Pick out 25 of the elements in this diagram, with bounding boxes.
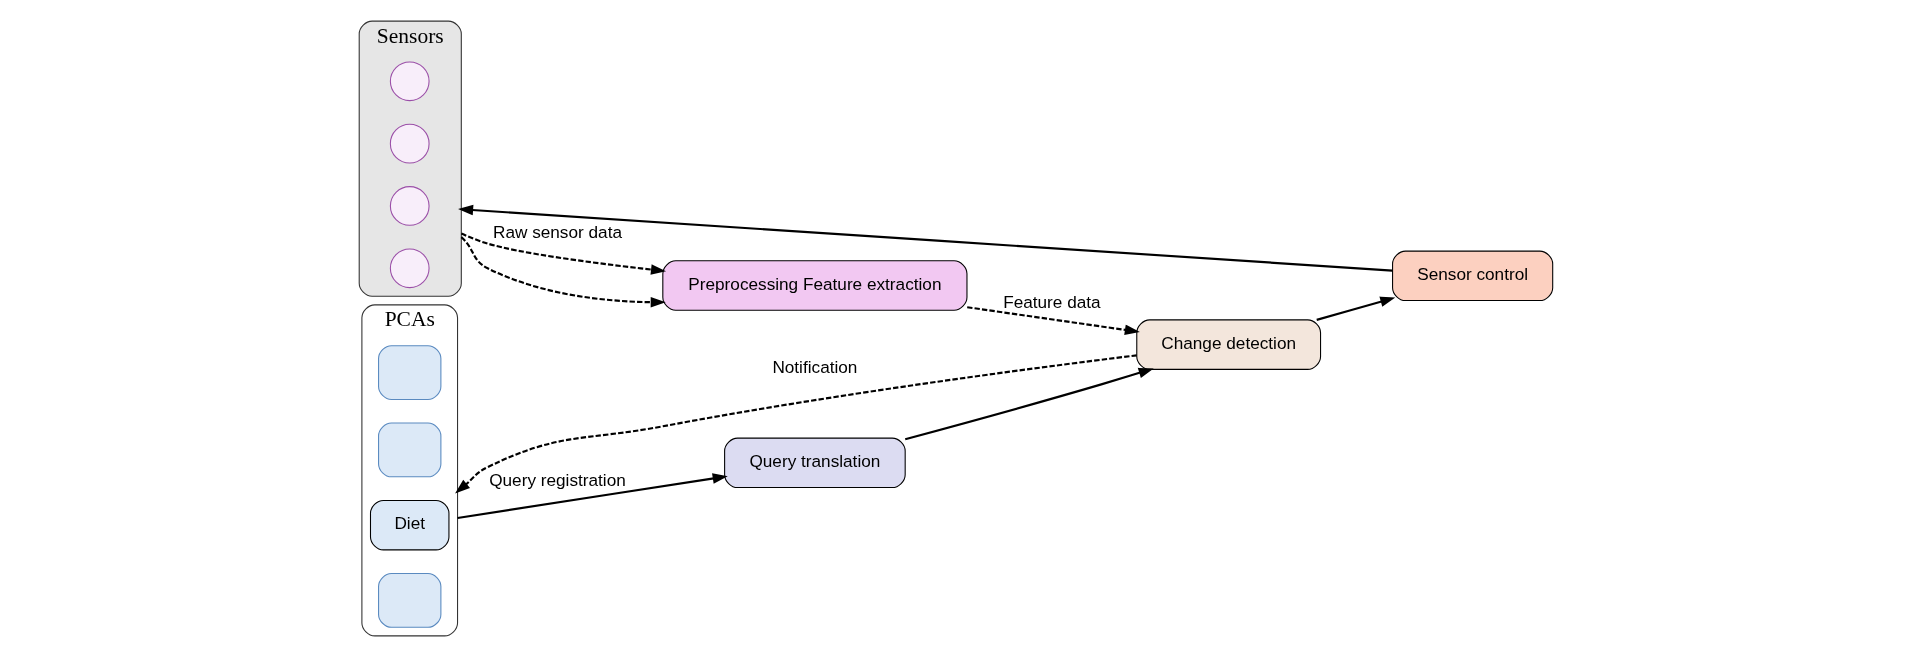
node-circle: [389, 61, 430, 102]
arrow: [904, 367, 1154, 441]
node-box: Query translation: [723, 437, 906, 489]
cluster: Sensors: [358, 20, 462, 297]
edge-label: Raw sensor data: [492, 222, 622, 243]
node-box: Sensor control: [1391, 250, 1553, 302]
edge-label: Notification: [771, 357, 857, 378]
node-circle: [389, 123, 430, 164]
node-circle: [389, 248, 430, 289]
node-box: [377, 422, 441, 478]
arrow: [1315, 296, 1395, 321]
arrow: [456, 473, 728, 519]
edge-label: Query registration: [488, 470, 626, 491]
node-box: Diet: [369, 499, 449, 551]
arrow: [460, 232, 666, 275]
edge-label: Feature data: [1002, 291, 1101, 312]
arrow: [454, 354, 1137, 494]
node-box: [377, 573, 441, 628]
arrow: [460, 236, 666, 308]
node-circle: [389, 186, 430, 226]
node-box: [377, 345, 441, 400]
node-box: Change detection: [1135, 319, 1321, 370]
node-box: Preprocessing Feature extraction: [661, 260, 967, 311]
arrow: [457, 204, 1392, 272]
arrow: [966, 306, 1140, 336]
